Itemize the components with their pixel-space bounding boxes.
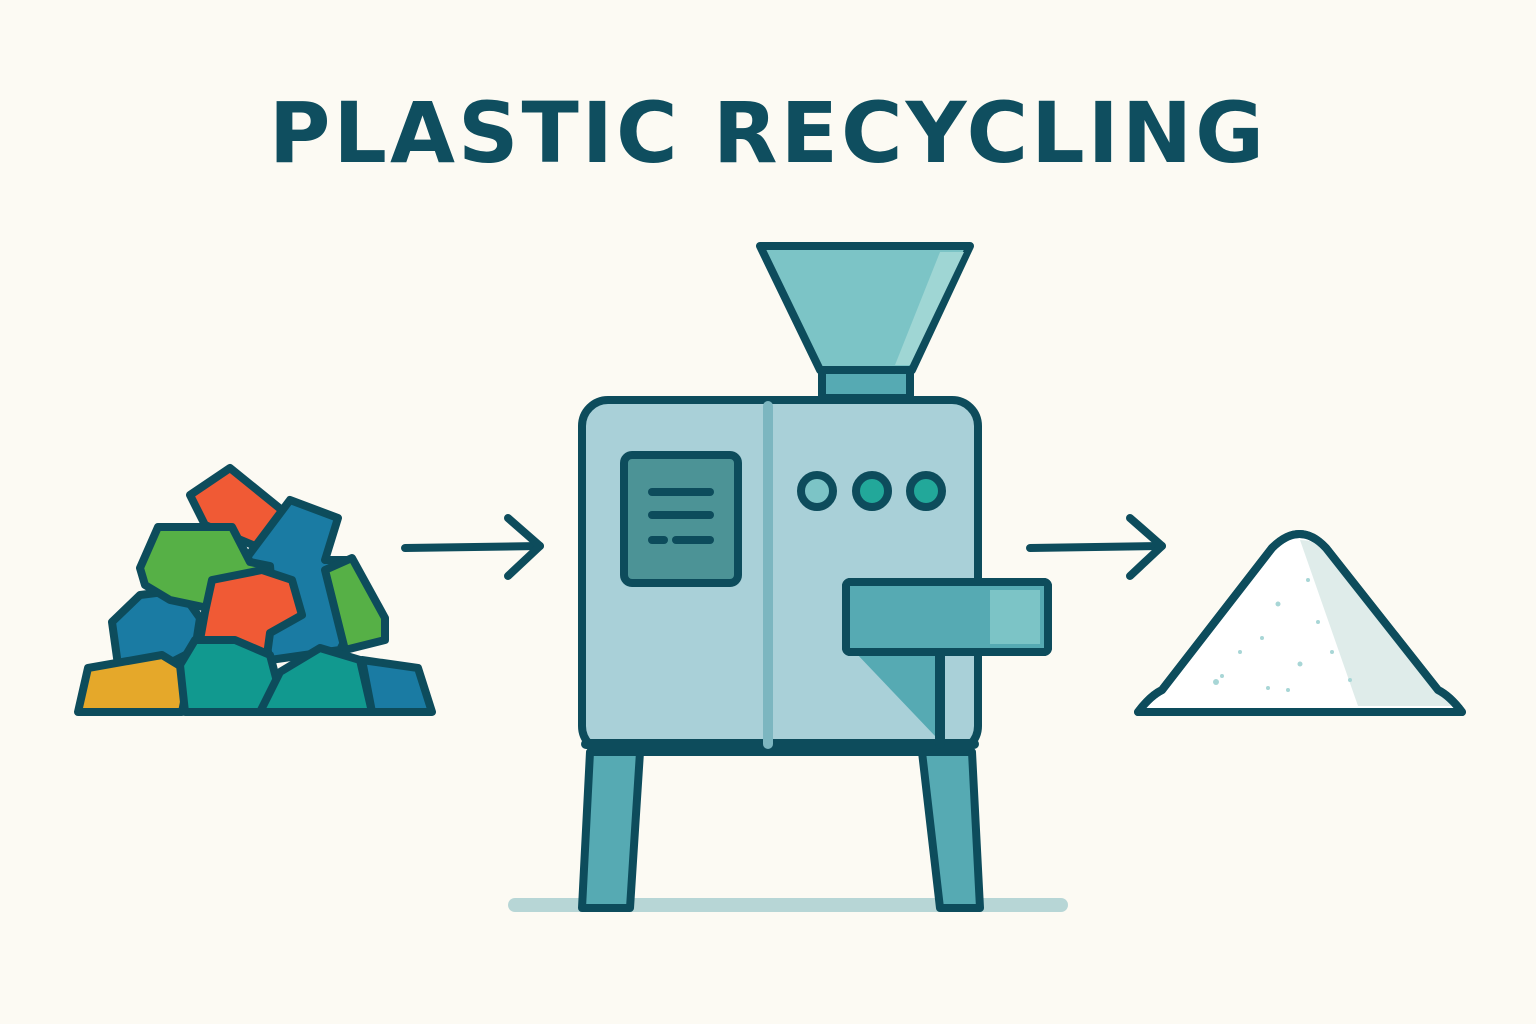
plastic-powder-pile-icon [1134, 530, 1466, 716]
hopper-funnel-highlight [895, 252, 964, 365]
plastic-piece-blue-right [358, 656, 436, 716]
control-button-1 [797, 471, 837, 511]
machine-leg-right [918, 748, 984, 912]
plastic-piece-green-right [321, 554, 389, 654]
output-chute-shadow [855, 652, 935, 736]
arrow-right-icon [1026, 514, 1166, 580]
control-button-3 [906, 471, 946, 511]
powder-grains [1213, 578, 1352, 692]
plastic-waste-pile-icon [74, 464, 436, 716]
shredder-machine-icon [578, 242, 1052, 912]
control-button-2 [852, 471, 892, 511]
control-screen-lines [648, 488, 714, 544]
plastic-piece-yellow [74, 651, 194, 716]
machine-leg-left [578, 748, 644, 912]
page-title: PLASTIC RECYCLING [268, 84, 1268, 182]
plastic-piece-teal-center [176, 636, 289, 716]
arrow-right-icon [401, 514, 544, 580]
plastic-piece-teal-right [256, 644, 376, 716]
floor-shadow [508, 898, 1068, 912]
hopper-neck [818, 366, 914, 402]
output-chute-highlight [990, 590, 1040, 644]
